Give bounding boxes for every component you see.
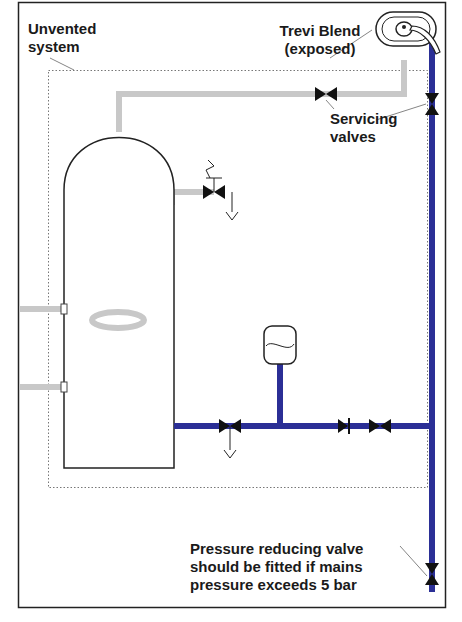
vessel-diaphragm [266,344,294,348]
coil-connector [61,382,67,392]
relief-spring [206,160,222,192]
hot-water-cylinder [64,138,174,469]
drain-tundish [224,426,236,458]
check-valve [338,419,348,433]
valve-label: Servicing valves [330,110,420,146]
note-label: Pressure reducing valve should be fitted… [190,540,405,594]
shower-mixer [376,12,440,54]
mixer-label: Trevi Blend (exposed) [270,22,370,58]
leader-line [50,30,427,576]
heating-coil [92,312,144,328]
expansion-vessel [264,326,296,364]
system-boundary [49,71,428,488]
check-valve [348,418,350,434]
tundish [226,192,238,220]
cold-pipe [174,40,432,592]
region-label: Unvented system [28,20,108,56]
coil-connector [61,304,67,314]
frame [19,3,446,608]
